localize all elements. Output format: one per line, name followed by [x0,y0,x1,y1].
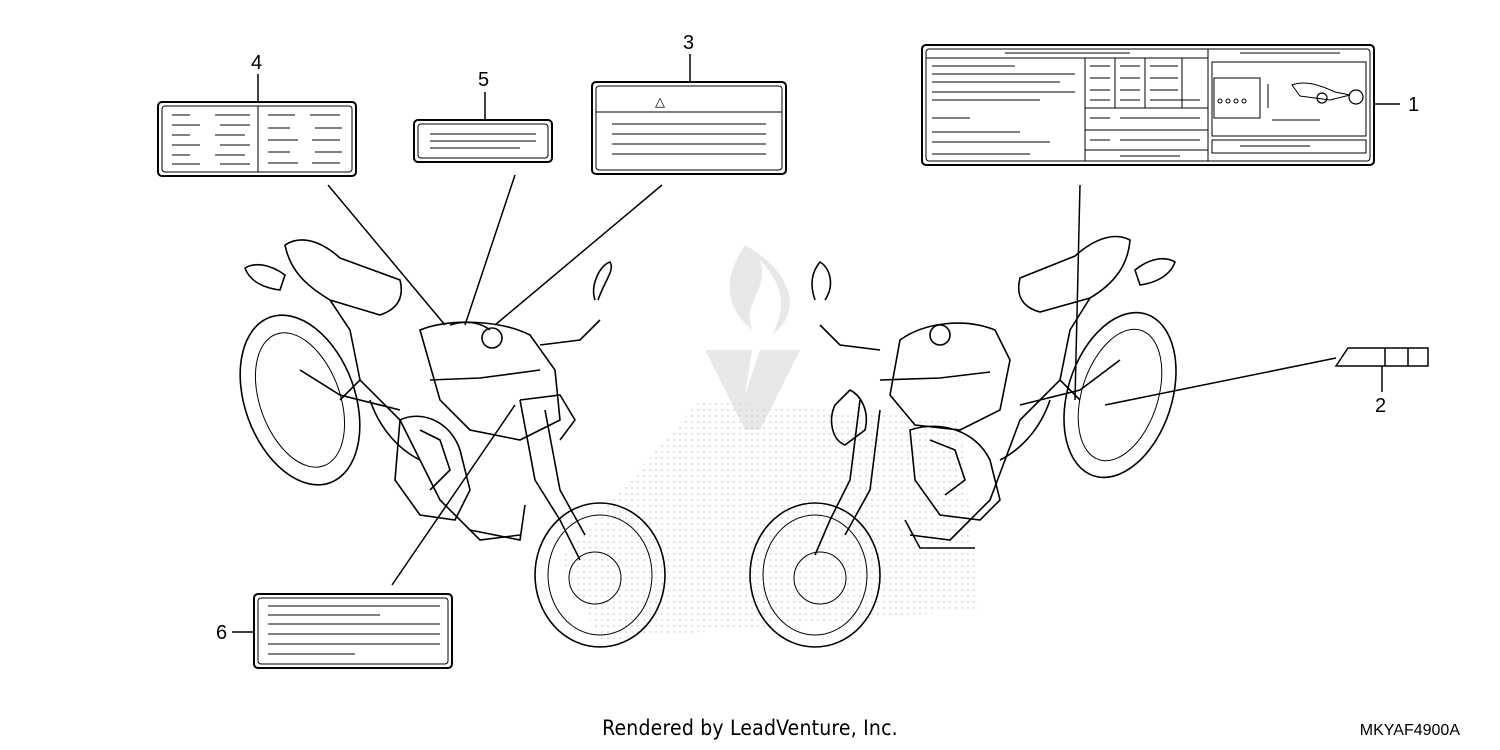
label-4[interactable] [157,101,357,177]
label-6[interactable] [253,593,453,669]
footer-credit: Rendered by LeadVenture, Inc. [602,716,898,740]
warning-triangle-icon: △ [655,95,665,110]
callout-6: 6 [216,622,227,644]
motorcycle-right-view [749,235,1177,648]
watermark-logo [560,245,980,640]
motorcycle-left-view [239,239,666,648]
diagram-code: MKYAF4900A [1359,722,1460,739]
label-3[interactable] [591,81,787,175]
callout-1: 1 [1408,94,1419,116]
label-5[interactable] [413,119,553,163]
callout-5: 5 [478,69,489,91]
label-1[interactable] [921,44,1375,166]
label-2[interactable] [1334,347,1429,367]
callout-3: 3 [683,32,694,54]
leader-lines [232,54,1400,633]
callout-2: 2 [1375,395,1386,417]
callout-4: 4 [251,52,262,74]
